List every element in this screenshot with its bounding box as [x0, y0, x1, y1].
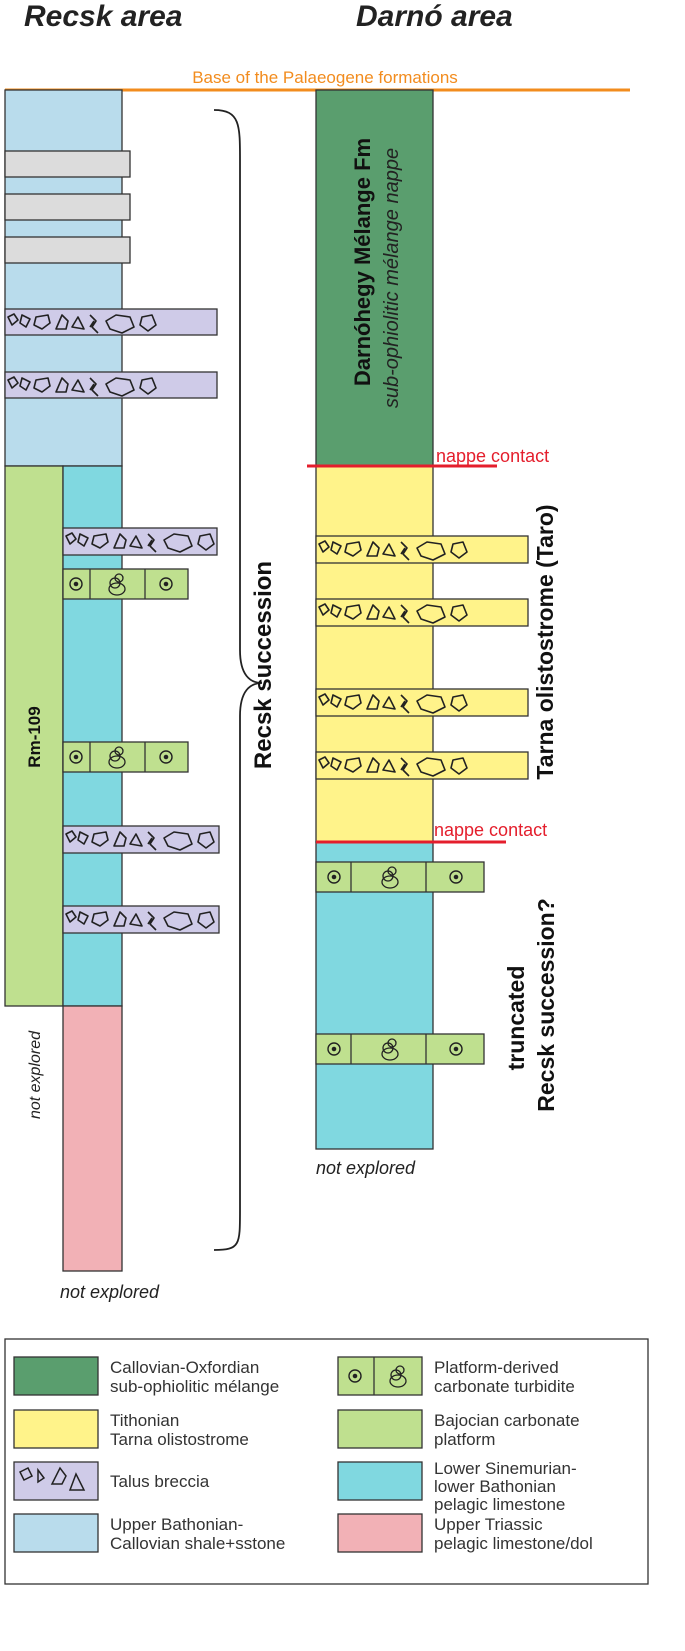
legend-labels: Callovian-Oxfordian sub-ophiolitic mélan…	[110, 1358, 593, 1553]
legend-swatch-platform	[337, 1409, 423, 1449]
shale-unit	[4, 89, 123, 467]
nappe-contact-lower-label: nappe contact	[434, 820, 547, 840]
breccia-bed	[4, 308, 218, 336]
legend-swatch-shale	[13, 1513, 99, 1553]
legend-melange-line1: Callovian-Oxfordian	[110, 1358, 259, 1377]
legend-swatch-turbidite	[337, 1356, 423, 1396]
nappe-contact-upper-label: nappe contact	[436, 446, 549, 466]
legend-shale-line1: Upper Bathonian-	[110, 1515, 243, 1534]
legend-pelagic-line1: Lower Sinemurian-	[434, 1459, 577, 1478]
legend-melange-line2: sub-ophiolitic mélange	[110, 1377, 279, 1396]
legend-swatch-breccia	[13, 1461, 99, 1501]
breccia-bed	[62, 527, 218, 556]
legend-shale-line2: Callovian shale+sstone	[110, 1534, 285, 1553]
legend-box	[4, 1338, 649, 1585]
legend-pelagic-line3: pelagic limestone	[434, 1495, 565, 1514]
turbidite-bed	[315, 1033, 485, 1065]
melange-name-label: Darnóhegy Mélange Fm	[350, 138, 375, 386]
not-explored-right-label: not explored	[316, 1158, 416, 1178]
breccia-bed-yellow	[315, 535, 529, 564]
breccia-bed	[62, 825, 220, 854]
gray-bed	[4, 236, 131, 264]
rm109-label: Rm-109	[25, 706, 44, 767]
recsk-succession-label: Recsk succession	[250, 561, 277, 769]
title-recsk-area: Recsk area	[24, 0, 182, 33]
recsk-column	[4, 89, 220, 1272]
legend-swatch-pelagic	[337, 1461, 423, 1501]
truncated-label-line2: Recsk succession?	[533, 898, 559, 1112]
legend-turbidite-line2: carbonate turbidite	[434, 1377, 575, 1396]
breccia-bed	[4, 371, 218, 399]
legend-olistostrome-line2: Tarna olistostrome	[110, 1430, 249, 1449]
melange-unit	[315, 89, 434, 467]
legend-triassic-line1: Upper Triassic	[434, 1515, 543, 1534]
legend-platform-line2: platform	[434, 1430, 495, 1449]
breccia-bed-yellow	[315, 598, 529, 627]
legend-triassic-line2: pelagic limestone/dol	[434, 1534, 593, 1553]
not-explored-side-label: not explored	[27, 1030, 44, 1119]
darno-column	[315, 89, 529, 1150]
melange-subtitle-label: sub-ophiolitic mélange nappe	[381, 148, 403, 408]
not-explored-bottom-label: not explored	[60, 1282, 160, 1302]
triassic-unit	[62, 1005, 123, 1272]
legend-swatch-melange	[13, 1356, 99, 1396]
breccia-bed-yellow	[315, 688, 529, 717]
legend-pelagic-line2: lower Bathonian	[434, 1477, 556, 1496]
olistostrome-label: Tarna olistostrome (Taro)	[532, 504, 558, 779]
title-darno-area: Darnó area	[356, 0, 513, 33]
legend-swatch-triassic	[337, 1513, 423, 1553]
legend-turbidite-symbols	[348, 1357, 407, 1395]
gray-bed	[4, 193, 131, 221]
gray-bed	[4, 150, 131, 178]
legend-swatches	[13, 1356, 423, 1553]
olistostrome-unit	[315, 465, 434, 843]
truncated-label-line1: truncated	[503, 966, 529, 1071]
legend-turbidite-line1: Platform-derived	[434, 1358, 559, 1377]
recsk-succession-brace	[213, 109, 263, 1251]
turbidite-bed	[315, 861, 485, 893]
legend-platform-line1: Bajocian carbonate	[434, 1411, 580, 1430]
breccia-bed-yellow	[315, 751, 529, 780]
breccia-bed	[62, 905, 220, 934]
legend-olistostrome-line1: Tithonian	[110, 1411, 179, 1430]
legend-breccia-clasts	[18, 1466, 86, 1491]
base-palaeogene-label: Base of the Palaeogene formations	[192, 68, 458, 87]
pelagic-limestone-unit	[315, 841, 434, 1150]
legend-swatch-olistostrome	[13, 1409, 99, 1449]
legend-breccia-line1: Talus breccia	[110, 1472, 210, 1491]
